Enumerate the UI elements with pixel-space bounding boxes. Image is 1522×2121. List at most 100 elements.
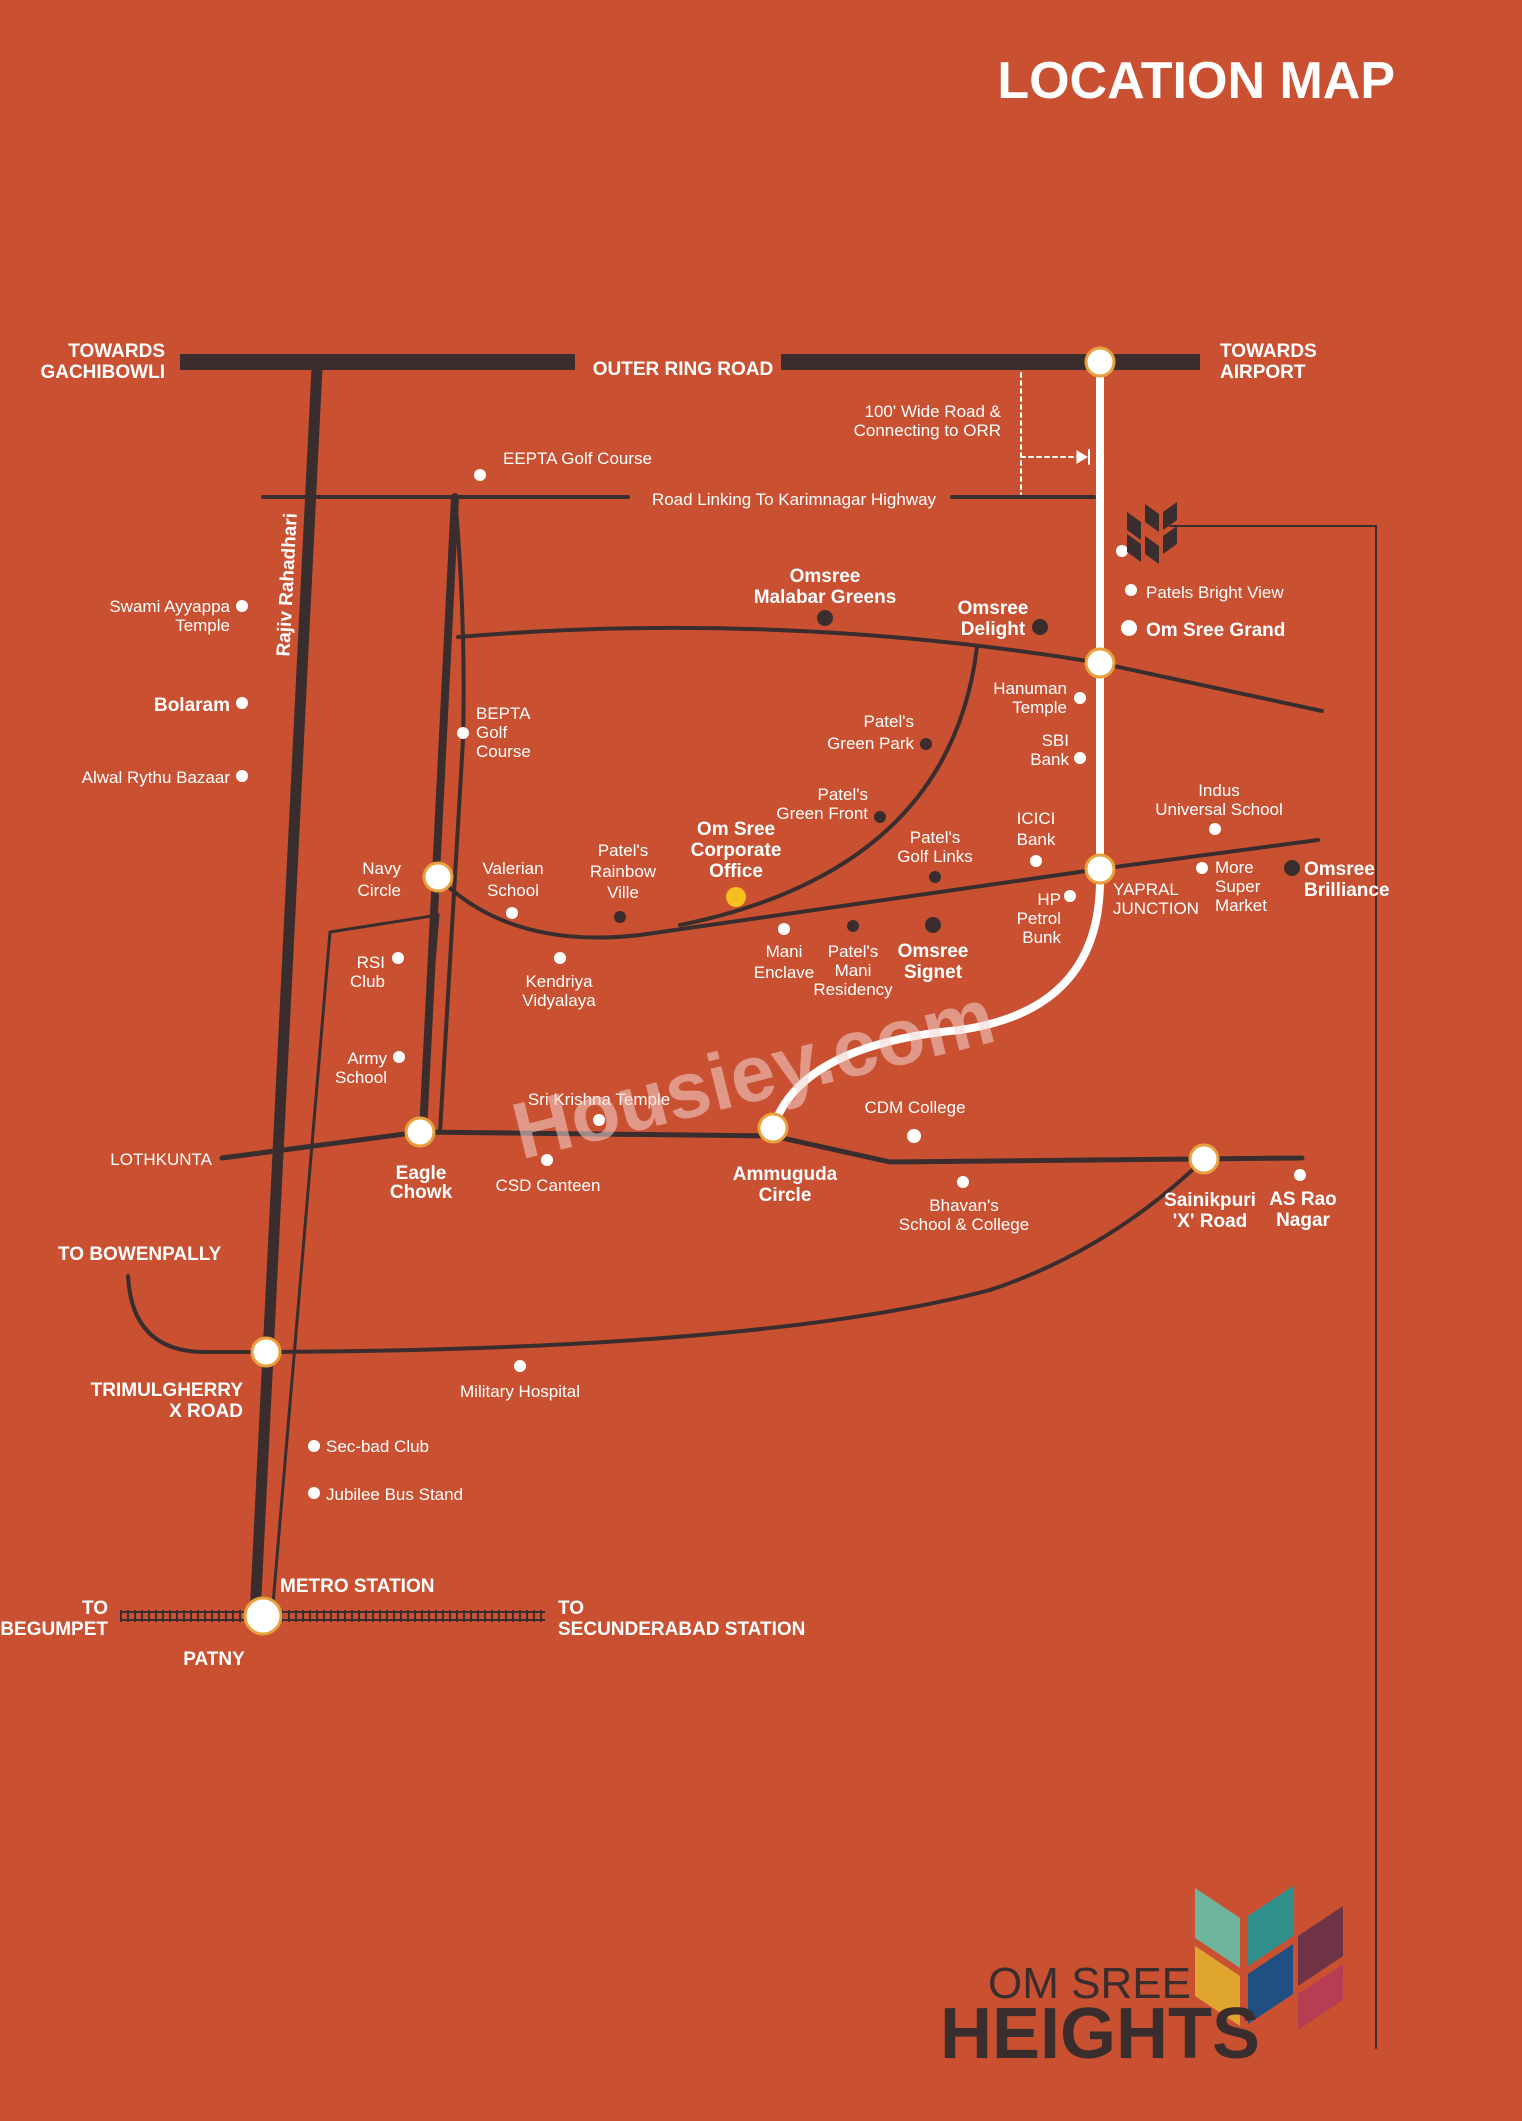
label-swami-ayyappa-line: Temple (175, 616, 230, 635)
label-mani-enclave-line: Enclave (754, 963, 814, 982)
junction-node-eagle-chowk (404, 1116, 436, 1148)
location-dot-23 (1294, 1169, 1306, 1181)
label-patny: PATNY (183, 1649, 245, 1670)
label-patels-golf-links-line: Patel's (910, 828, 961, 847)
label-patels-mani-residency-line: Mani (835, 961, 872, 980)
label-to-secunderabad-line: SECUNDERABAD STATION (558, 1619, 805, 1640)
label-bhavans-school-line: School & College (899, 1215, 1029, 1234)
label-to-begumpet-line: TO (82, 1598, 108, 1619)
label-cdm-college: CDM College (864, 1098, 965, 1117)
label-to-secunderabad-line: TO (558, 1598, 584, 1619)
location-dot-20 (907, 1129, 921, 1143)
label-patels-mani-residency-line: Patel's (828, 942, 879, 961)
location-dot-11 (1030, 855, 1042, 867)
label-metro-station-line: METRO STATION (280, 1576, 434, 1597)
brand-name-line1: OM SREE (988, 1959, 1191, 2008)
junction-node-ammuguda (757, 1112, 789, 1144)
junction-node-om-sree-grand-junction (1084, 647, 1116, 679)
road-network (126, 354, 1377, 2049)
label-to-bowenpally: TO BOWENPALLY (58, 1244, 222, 1265)
junction-node-trimulgherry (250, 1336, 282, 1368)
label-swami-ayyappa-line: Swami Ayyappa (109, 597, 230, 616)
label-bhavans-school-line: Bhavan's (929, 1196, 998, 1215)
label-malabar-greens-line: Omsree (790, 566, 861, 587)
label-ammuguda-circle-line: Ammuguda (733, 1164, 838, 1185)
label-towards-airport-line: AIRPORT (1220, 362, 1306, 383)
brand-logo: OM SREE HEIGHTS (940, 1886, 1343, 2074)
location-dot-21 (541, 1154, 553, 1166)
label-kendriya-vidyalaya-line: Vidyalaya (522, 991, 596, 1010)
label-patels-green-front-line: Patel's (818, 785, 869, 804)
label-to-begumpet-line: BEGUMPET (0, 1619, 108, 1640)
label-army-school-line: Army (347, 1049, 387, 1068)
junction-node-yapral (1084, 853, 1116, 885)
label-omsree-brilliance-line: Omsree (1304, 859, 1375, 880)
yapral-road (436, 838, 1320, 940)
label-more-super-market-line: Market (1215, 896, 1267, 915)
corporate-office-marker (726, 887, 746, 907)
label-malabar-greens-line: Malabar Greens (754, 587, 897, 608)
label-more-super-market-line: Super (1215, 877, 1261, 896)
label-sri-krishna-temple-line: Sri Krishna Temple (528, 1090, 670, 1109)
location-dot-15 (778, 923, 790, 935)
label-karimnagar-road-line: Road Linking To Karimnagar Highway (652, 490, 937, 509)
location-dot-5 (1125, 584, 1137, 596)
project-dot-0 (817, 610, 833, 626)
label-valerian-school-line: School (487, 881, 539, 900)
project-dot-8 (925, 917, 941, 933)
project-dot-3 (874, 811, 886, 823)
label-eagle-chowk-line: Eagle (396, 1163, 447, 1184)
green-park-road (678, 645, 979, 927)
label-indus-school-line: Universal School (1155, 800, 1283, 819)
location-dot-14 (506, 907, 518, 919)
label-patny-line: PATNY (183, 1649, 245, 1670)
label-bolaram-line: Bolaram (154, 695, 230, 716)
label-jubilee-bus: Jubilee Bus Stand (326, 1485, 463, 1504)
label-lothkunta-line: LOTHKUNTA (110, 1150, 212, 1169)
location-dot-22 (957, 1176, 969, 1188)
label-sbi-bank-line: SBI (1042, 731, 1069, 750)
location-dots (236, 469, 1306, 1499)
om-sree-heights-marker-icon (1127, 502, 1177, 564)
label-hp-petrol-line: Bunk (1022, 928, 1061, 947)
label-csd-canteen: CSD Canteen (496, 1176, 601, 1195)
label-bepta-golf-line: Golf (476, 723, 507, 742)
label-patels-green-park-line: Green Park (827, 734, 914, 753)
label-towards-gachibowli-line: GACHIBOWLI (40, 362, 165, 383)
junction-node-navy-circle (422, 861, 454, 893)
label-alwal-rythu: Alwal Rythu Bazaar (82, 768, 231, 787)
label-kendriya-vidyalaya-line: Kendriya (525, 972, 593, 991)
airport-connector-road (769, 358, 1104, 1132)
location-dot-6 (1121, 620, 1137, 636)
label-patels-rainbow-line: Patel's (598, 841, 649, 860)
label-sainikpuri-road: Sainikpuri'X' Road (1164, 1190, 1256, 1232)
label-military-hospital: Military Hospital (460, 1382, 580, 1401)
junction-nodes (243, 346, 1220, 1636)
brand-connector (1169, 525, 1377, 2049)
label-patels-mani-residency-line: Residency (813, 980, 893, 999)
label-om-sree-grand: Om Sree Grand (1146, 620, 1285, 641)
label-more-super-market-line: More (1215, 858, 1254, 877)
label-omsree-brilliance-line: Brilliance (1304, 880, 1390, 901)
label-patels-bright-view-line: Patels Bright View (1146, 583, 1284, 602)
label-yapral-junction-line: YAPRAL (1113, 880, 1179, 899)
label-patels-green-park-line: Patel's (864, 712, 915, 731)
junction-node-patny (243, 1596, 283, 1636)
label-sainikpuri-road-line: 'X' Road (1173, 1211, 1248, 1232)
label-om-sree-corporate-line: Corporate (691, 840, 782, 861)
project-dot-2 (920, 738, 932, 750)
